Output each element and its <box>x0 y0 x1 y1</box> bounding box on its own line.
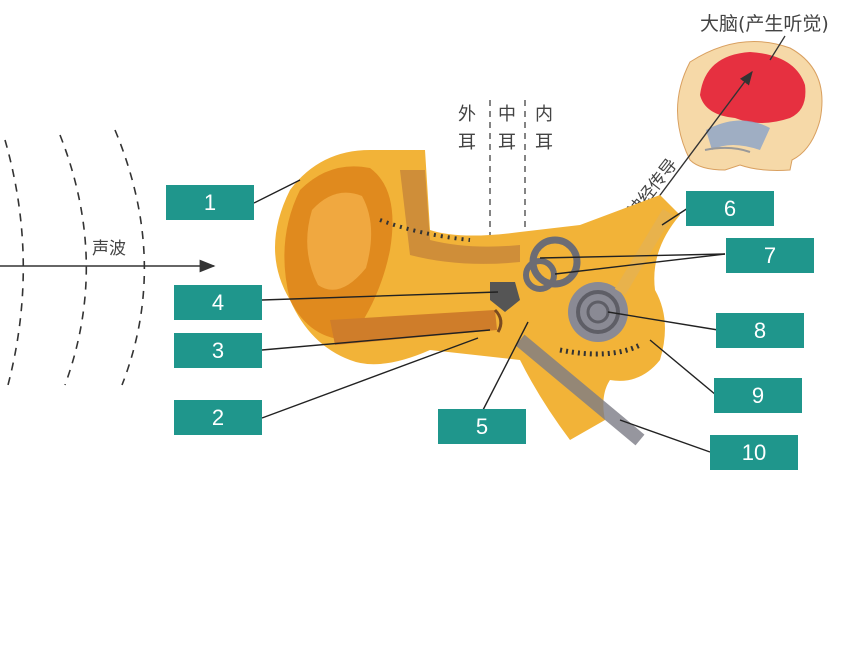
sound-wave-text: 声波 <box>92 239 126 259</box>
middle-ear-text-1: 中 <box>498 104 516 125</box>
outer-ear-text-1: 外 <box>458 104 476 125</box>
middle-ear-text-2: 耳 <box>498 132 516 153</box>
ear-canal <box>330 310 497 345</box>
label-box-7: 7 <box>726 238 814 273</box>
label-box-10: 10 <box>710 435 798 470</box>
ossicles-shape <box>490 282 520 312</box>
eardrum-shape <box>493 308 503 333</box>
auditory-nerve-shape <box>614 208 674 296</box>
label-box-1: 1 <box>166 185 254 220</box>
brain-caption: 大脑(产生听觉) <box>700 13 829 35</box>
label-box-3: 3 <box>174 333 262 368</box>
head-illustration <box>677 41 823 171</box>
ear-cross-section <box>275 150 680 446</box>
sound-waves <box>4 129 146 386</box>
inner-ear-text-2: 耳 <box>535 132 553 153</box>
label-box-2: 2 <box>174 400 262 435</box>
label-box-5: 5 <box>438 409 526 444</box>
outer-ear-text-2: 耳 <box>458 132 476 153</box>
label-box-6: 6 <box>686 191 774 226</box>
auricle-inner <box>307 192 372 290</box>
label-box-4: 4 <box>174 285 262 320</box>
eustachian-tube-shape <box>515 334 645 446</box>
leader-lines <box>253 179 726 453</box>
label-box-8: 8 <box>716 313 804 348</box>
inner-ear-text-1: 内 <box>535 104 553 125</box>
label-box-9: 9 <box>714 378 802 413</box>
